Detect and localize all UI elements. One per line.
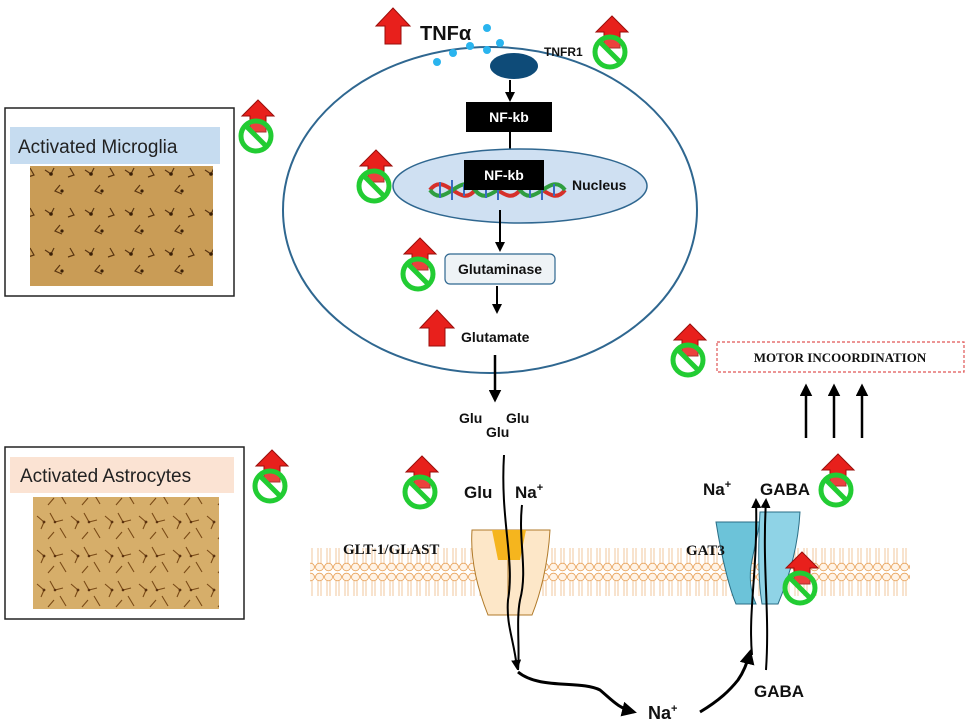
glutaminase-box: [444, 253, 556, 285]
glt1-arrow-icon: [405, 456, 438, 507]
intracellular-na-label: Na+: [648, 703, 677, 723]
astrocytes-title: Activated Astrocytes: [20, 466, 191, 487]
tnfr1-label: TNFR1: [544, 45, 583, 59]
nfkb-cytoplasm-label: NF-kb: [489, 109, 529, 125]
gat3-label: GAT3: [686, 543, 725, 559]
glutaminase-arrow-icon: [403, 238, 436, 289]
gat3-gaba-in-label: GABA: [754, 682, 804, 701]
glutaminase-label: Glutaminase: [458, 261, 542, 277]
glt1-glast-transporter: [471, 529, 551, 616]
glu-released-3: Glu: [486, 424, 509, 440]
gat3-transporter: [715, 511, 801, 605]
nfkb-nucleus-label: NF-kb: [484, 167, 524, 183]
microglia-micrograph: [30, 166, 213, 286]
tnf-molecules: [433, 24, 504, 66]
astrocytes-activation-arrow-icon: [255, 450, 288, 501]
motor-outcome-arrows: [799, 383, 869, 438]
gaba-arrow-icon: [821, 454, 854, 505]
glt1-glu-label: Glu: [464, 483, 492, 502]
tnf-alpha-label: TNFα: [420, 23, 472, 45]
nfkb-arrow-icon: [359, 150, 392, 201]
astrocytes-micrograph: [33, 497, 219, 609]
cell-membrane: [282, 46, 698, 374]
glutamate-label: Glutamate: [461, 329, 530, 345]
glu-released-2: Glu: [506, 410, 529, 426]
gat3-gaba-out-label: GABA: [760, 480, 810, 499]
microglia-activation-arrow-icon: [241, 100, 274, 151]
glu-released-1: Glu: [459, 410, 482, 426]
tnf-up-arrow-icon: [375, 7, 411, 45]
tnfr1-arrow-icon: [595, 16, 628, 67]
astrocytes-header: [10, 457, 234, 493]
gat3-na-label: Na+: [703, 479, 731, 499]
microglia-panel: Activated Microglia: [4, 107, 235, 297]
motor-incoordination-arrow-icon: [673, 324, 706, 375]
nfkb-nucleus-box: [464, 160, 544, 190]
glt1-na-label: Na+: [515, 482, 543, 502]
astrocytes-panel: Activated Astrocytes: [4, 446, 245, 620]
motor-incoordination-label: MOTOR INCOORDINATION: [754, 350, 927, 365]
glutamate-up-arrow-icon: [419, 309, 455, 347]
nfkb-cytoplasm-box: [466, 102, 552, 132]
glt1-glast-label: GLT-1/GLAST: [343, 542, 439, 558]
motor-incoordination-box: [716, 341, 965, 373]
microglia-title: Activated Microglia: [18, 137, 178, 158]
microglia-header: [10, 127, 220, 164]
tnfr1-receptor: [490, 53, 538, 79]
nucleus-label: Nucleus: [572, 177, 627, 193]
